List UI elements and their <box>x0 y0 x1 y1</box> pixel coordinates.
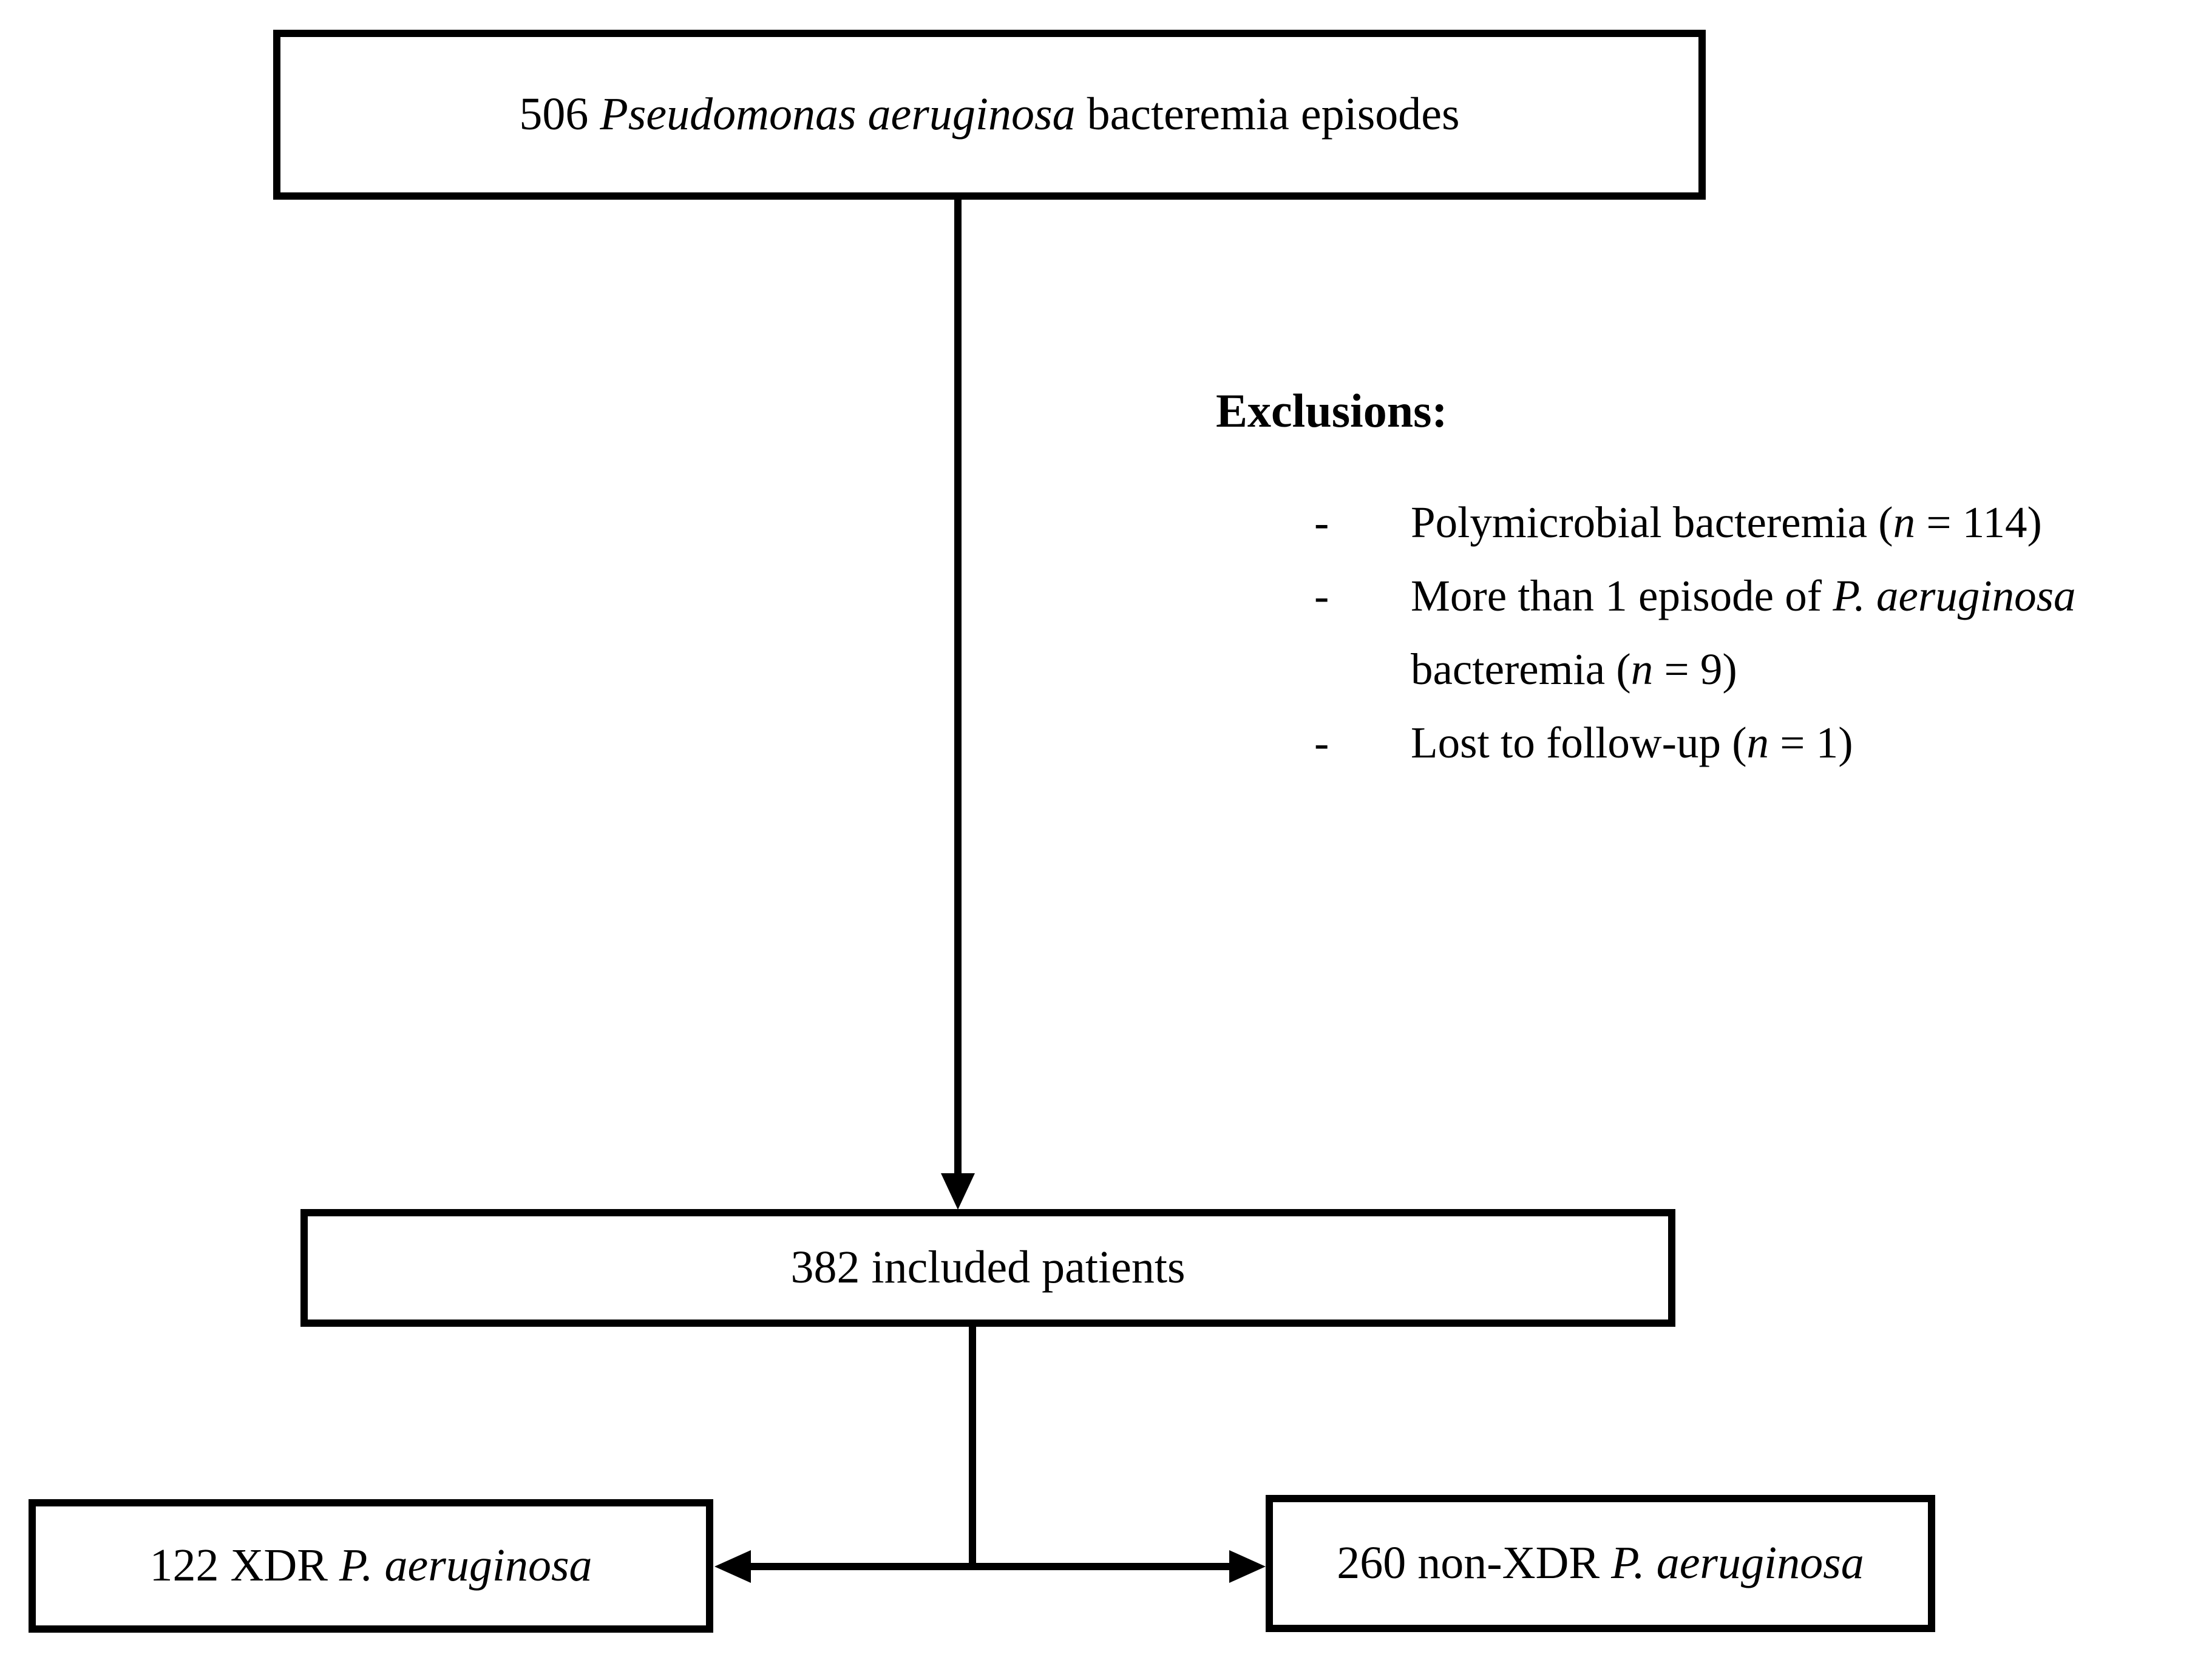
bullet-dash: - <box>1314 571 1329 620</box>
xdr-box: 122 XDR P. aeruginosa <box>29 1499 713 1633</box>
exclusion-item: - Lost to follow-up (n = 1) <box>1314 706 2076 779</box>
connector-split-horizontal-line <box>744 1563 1237 1570</box>
exclusion-item: - More than 1 episode of P. aeruginosa b… <box>1314 559 2076 706</box>
arrowhead-down-icon <box>941 1173 975 1210</box>
exclusions-heading: Exclusions: <box>1216 384 1448 437</box>
non-xdr-box-label: 260 non-XDR P. aeruginosa <box>1337 1537 1864 1589</box>
exclusion-item-text: Lost to follow-up (n = 1) <box>1411 718 1853 767</box>
bullet-dash: - <box>1314 498 1329 547</box>
episodes-box-label: 506 Pseudomonas aeruginosa bacteremia ep… <box>519 89 1460 140</box>
arrowhead-left-icon <box>714 1550 751 1583</box>
xdr-box-label: 122 XDR P. aeruginosa <box>149 1540 592 1591</box>
connector-bottom-vertical-line <box>969 1326 976 1570</box>
bullet-dash: - <box>1314 718 1329 767</box>
exclusion-item-text: Polymicrobial bacteremia (n = 114) <box>1411 498 2042 547</box>
exclusion-item-text: More than 1 episode of P. aeruginosa bac… <box>1411 571 2076 694</box>
included-patients-box: 382 included patients <box>300 1209 1675 1327</box>
exclusions-list: - Polymicrobial bacteremia (n = 114) - M… <box>1314 486 2076 779</box>
connector-top-vertical-line <box>954 199 962 1177</box>
included-patients-box-label: 382 included patients <box>790 1242 1186 1293</box>
exclusion-item: - Polymicrobial bacteremia (n = 114) <box>1314 486 2076 559</box>
episodes-box: 506 Pseudomonas aeruginosa bacteremia ep… <box>273 30 1706 200</box>
arrowhead-right-icon <box>1229 1550 1266 1583</box>
non-xdr-box: 260 non-XDR P. aeruginosa <box>1266 1495 1935 1632</box>
